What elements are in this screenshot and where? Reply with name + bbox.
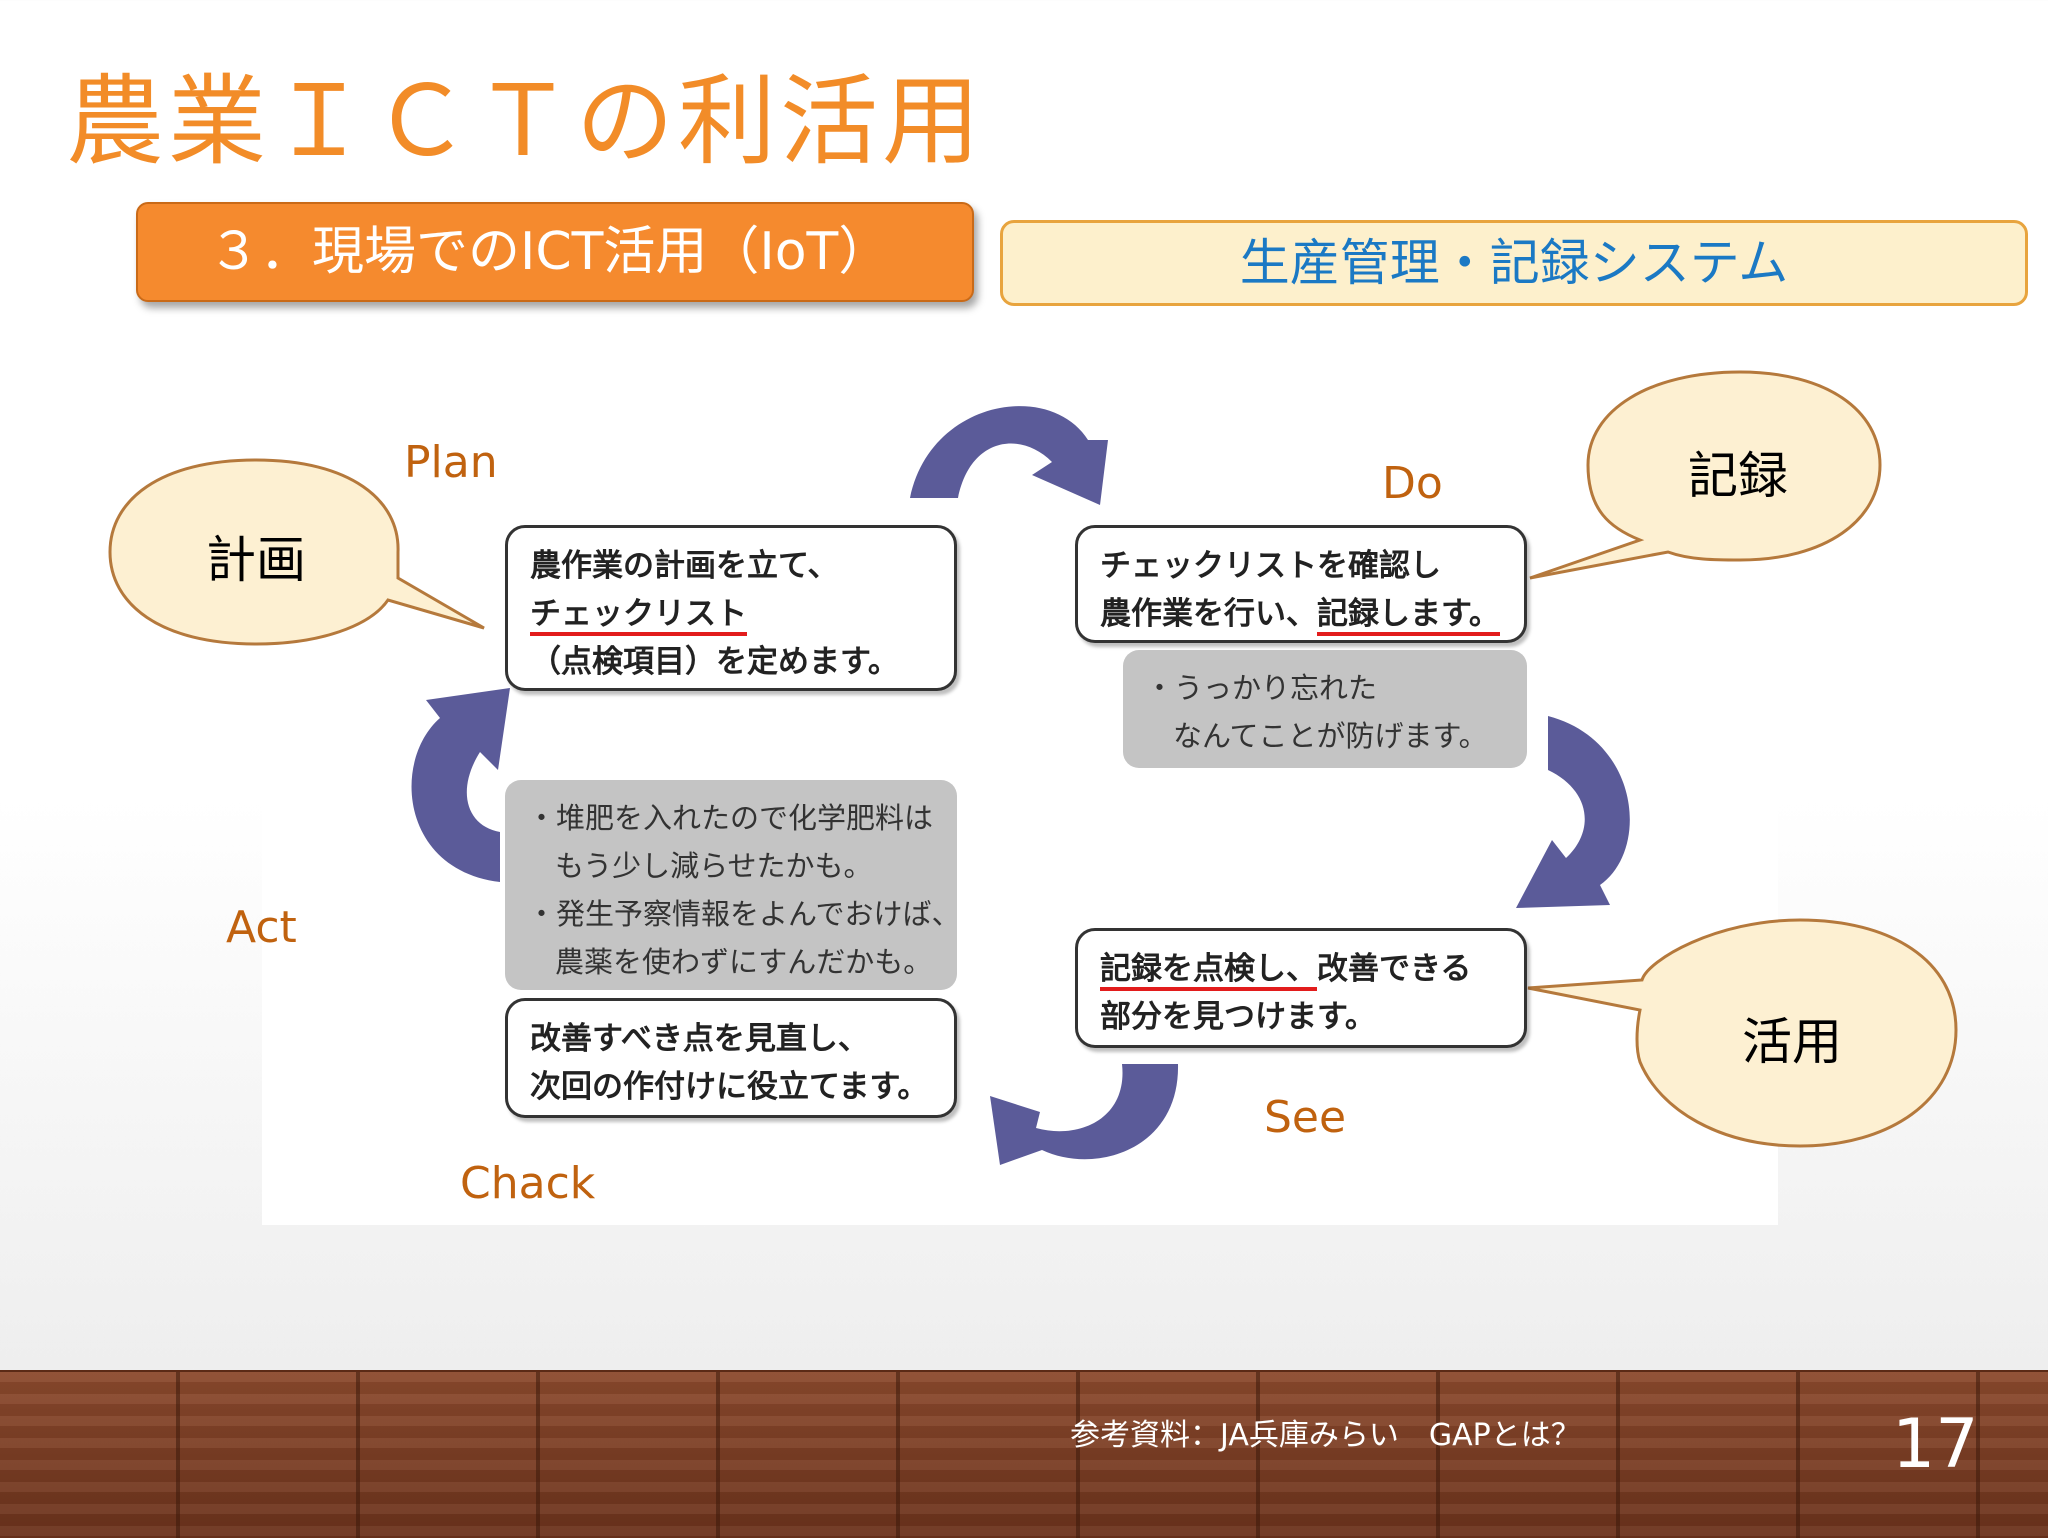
see-box-line1b: 改善できる [1317, 951, 1472, 987]
curved-arrow-icon [990, 1064, 1179, 1165]
curved-arrow-icon [910, 406, 1108, 505]
act-note-line1: ・堆肥を入れたので化学肥料は [527, 801, 934, 835]
see-box-line1a: 記録を点検し、 [1100, 951, 1317, 991]
page-title: 農業ＩＣＴの利活用 [66, 65, 985, 179]
act-note-line3: ・発生予察情報をよんでおけば、 [527, 897, 961, 931]
plan-box: 農作業の計画を立て、 チェックリスト （点検項目）を定めます。 [505, 525, 957, 691]
do-note-line1: ・うっかり忘れた [1145, 671, 1378, 705]
system-label-box: 生産管理・記録システム [1000, 220, 2028, 306]
curved-arrow-icon [1516, 716, 1630, 908]
reference-note: 参考資料：JA兵庫みらい GAPとは？ [1070, 1418, 1581, 1453]
wood-floor [0, 1370, 2048, 1538]
do-note: ・うっかり忘れた なんてことが防げます。 [1123, 650, 1527, 768]
see-bubble-label: 活用 [1742, 1013, 1842, 1071]
phase-do-label: Do [1382, 458, 1443, 509]
do-note-line2: なんてことが防げます。 [1173, 719, 1488, 753]
phase-check-label: Chack [460, 1158, 596, 1209]
phase-see-label: See [1264, 1092, 1347, 1143]
plan-box-line1: 農作業の計画を立て、 [530, 548, 839, 584]
act-box: 改善すべき点を見直し、 次回の作付けに役立てます。 [505, 998, 957, 1118]
do-box-line2a: 農作業を行い、 [1100, 596, 1317, 632]
plan-bubble-label: 計画 [206, 531, 306, 589]
act-note-line4: 農薬を使わずにすんだかも。 [555, 945, 933, 979]
do-box-line1: チェックリストを確認し [1100, 548, 1441, 584]
page-number: 17 [1892, 1405, 1979, 1484]
do-bubble-label: 記録 [1688, 447, 1788, 505]
act-note-line2: もう少し減らせたかも。 [555, 849, 873, 883]
plan-bubble [108, 458, 485, 646]
phase-act-label: Act [226, 902, 297, 953]
section-tab: ３．現場でのICT活用（IoT） [136, 202, 974, 302]
do-bubble [1529, 370, 1882, 580]
act-box-line1: 改善すべき点を見直し、 [530, 1021, 869, 1057]
curved-arrow-icon [411, 688, 510, 882]
see-box-line2: 部分を見つけます。 [1100, 999, 1376, 1035]
act-box-line2: 次回の作付けに役立てます。 [530, 1069, 929, 1105]
plan-box-line3: （点検項目）を定めます。 [530, 644, 899, 680]
do-box: チェックリストを確認し 農作業を行い、記録します。 [1075, 525, 1527, 643]
act-note: ・堆肥を入れたので化学肥料は もう少し減らせたかも。 ・発生予察情報をよんでおけ… [505, 780, 961, 990]
plan-box-checklist: チェックリスト [530, 596, 747, 636]
see-bubble [1527, 918, 1958, 1148]
phase-plan-label: Plan [404, 437, 498, 488]
see-box: 記録を点検し、改善できる 部分を見つけます。 [1075, 928, 1527, 1048]
do-box-record: 記録します。 [1317, 596, 1500, 636]
